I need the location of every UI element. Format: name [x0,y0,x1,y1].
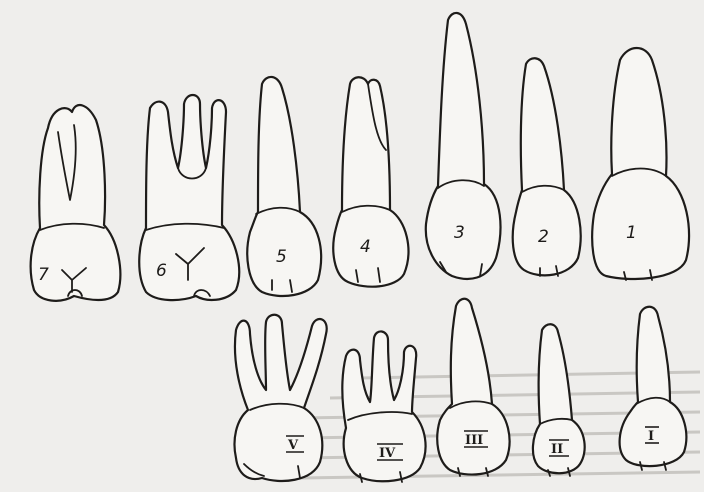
tooth-label-2: 2 [538,227,549,247]
tooth-label-III: III [465,433,483,448]
tooth-6 [139,95,239,300]
tooth-I [620,307,687,470]
tooth-label-IV: IV [379,446,396,461]
tooth-label-7: 7 [38,265,49,285]
tooth-label-5: 5 [276,247,287,267]
tooth-III [437,299,509,476]
tooth-V [235,315,327,481]
tooth-1 [592,48,689,280]
tooth-label-3: 3 [454,223,465,243]
tooth-label-1: 1 [626,223,637,243]
tooth-label-4: 4 [360,237,371,257]
tooth-4 [333,77,408,286]
tooth-label-6: 6 [156,261,167,281]
tooth-label-I: I [648,429,654,444]
tooth-label-V: V [287,438,299,453]
tooth-label-II: II [551,442,563,457]
